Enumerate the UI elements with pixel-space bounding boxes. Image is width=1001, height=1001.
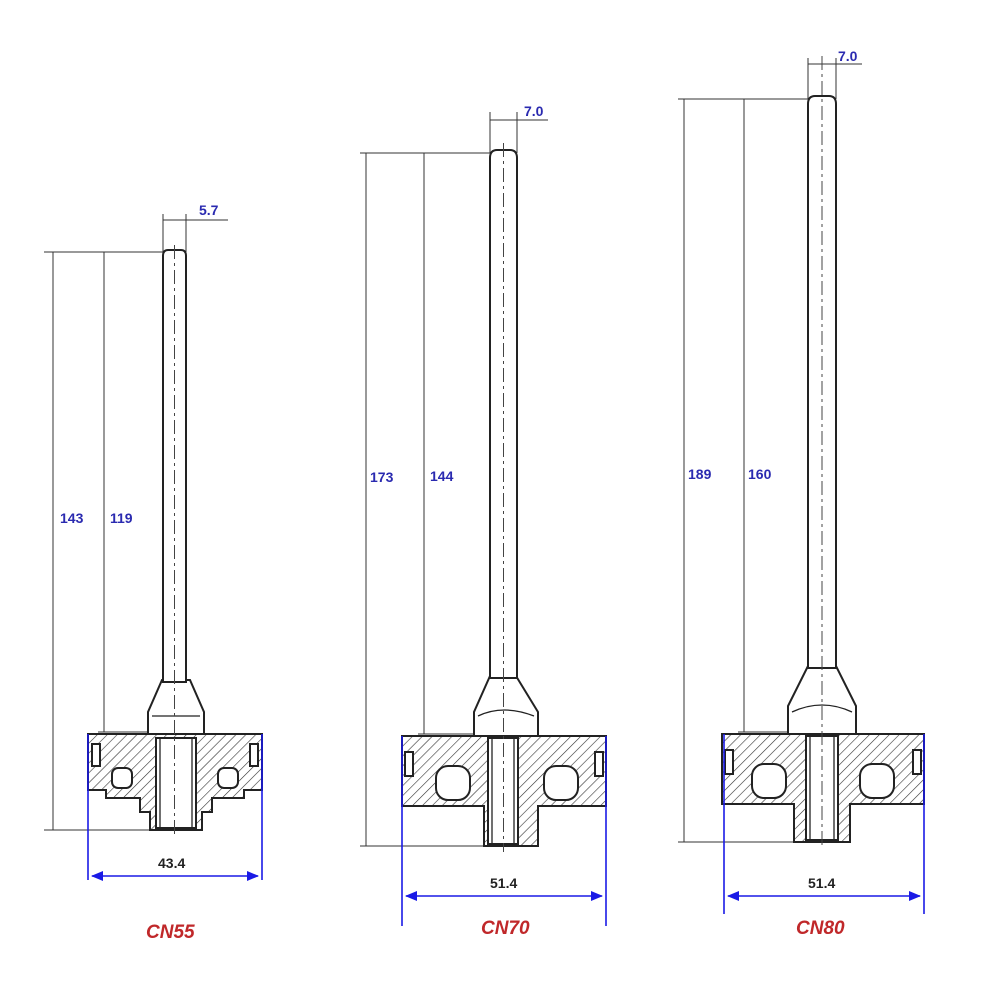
overall-height-label: 189 (688, 466, 712, 482)
part-cn70: 173 144 7.0 51.4 CN70 (360, 103, 607, 939)
model-label-cn55: CN55 (146, 922, 195, 943)
shaft-diameter-label: 7.0 (838, 48, 858, 64)
shaft-height-label: 119 (110, 510, 133, 526)
shaft-height-label: 144 (430, 468, 454, 484)
part-cn80: 189 160 7.0 51.4 CN80 (678, 48, 925, 939)
model-label-cn70: CN70 (481, 918, 530, 939)
shaft-height-label: 160 (748, 466, 772, 482)
base-width-label: 43.4 (158, 855, 185, 871)
model-label-cn80: CN80 (796, 918, 845, 939)
shaft-diameter-label: 5.7 (199, 202, 219, 218)
part-cn55: 143 119 5.7 43.4 CN55 (44, 202, 263, 943)
base-width-label: 51.4 (490, 875, 517, 891)
base-width-label: 51.4 (808, 875, 835, 891)
overall-height-label: 173 (370, 469, 394, 485)
shaft-diameter-label: 7.0 (524, 103, 544, 119)
overall-height-label: 143 (60, 510, 84, 526)
